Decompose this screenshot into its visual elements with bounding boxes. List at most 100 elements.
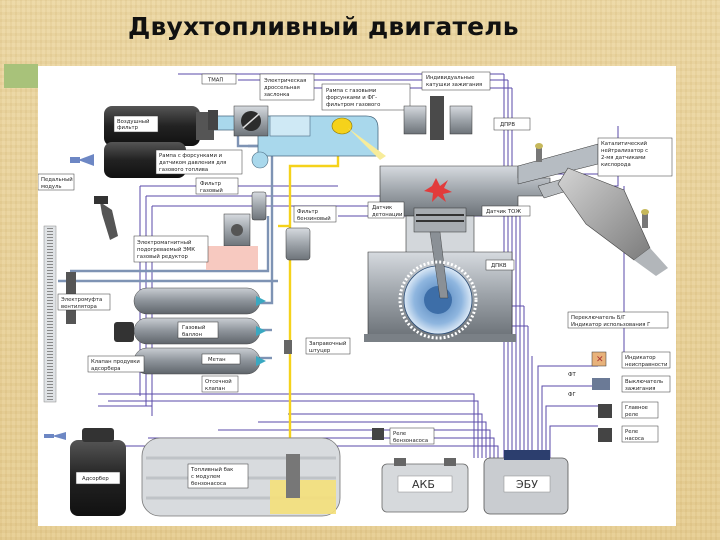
svg-text:Реле: Реле bbox=[393, 431, 406, 437]
svg-text:ФГ: ФГ bbox=[568, 392, 576, 398]
pedal-module: Педальный модуль bbox=[37, 173, 118, 240]
ecu: ЭБУ bbox=[483, 450, 569, 515]
tmap-sensor: ТМАП bbox=[201, 73, 237, 130]
svg-text:кислорода: кислорода bbox=[601, 162, 631, 168]
svg-text:Переключатель Б/Г: Переключатель Б/Г bbox=[571, 315, 625, 321]
svg-text:Датчик: Датчик bbox=[372, 205, 393, 211]
svg-text:бензонасоса: бензонасоса bbox=[393, 438, 428, 444]
svg-text:газового топлива: газового топлива bbox=[159, 167, 208, 173]
svg-text:фильтром газового: фильтром газового bbox=[326, 102, 380, 108]
svg-text:✕: ✕ bbox=[596, 355, 604, 365]
svg-text:АКБ: АКБ bbox=[412, 478, 435, 491]
svg-text:Рампа с форсунками и: Рампа с форсунками и bbox=[159, 153, 222, 159]
svg-text:ЭБУ: ЭБУ bbox=[516, 478, 538, 491]
svg-text:ТМАП: ТМАП bbox=[207, 78, 223, 84]
fuel-pump-module bbox=[286, 454, 300, 498]
svg-text:вентилятора: вентилятора bbox=[61, 304, 97, 310]
svg-text:зажигания: зажигания bbox=[625, 386, 655, 392]
gas-ramp-label-box bbox=[321, 83, 411, 111]
fuel-rail-pressure-sensor: Рампа с форсунками и датчиком давления д… bbox=[155, 149, 269, 175]
gas-cylinders: Газовый баллон Метан bbox=[133, 287, 266, 375]
svg-text:бензиновый: бензиновый bbox=[297, 215, 331, 222]
svg-text:Отсечной: Отсечной bbox=[205, 378, 232, 385]
svg-text:ФТ: ФТ bbox=[568, 372, 577, 378]
engine-block bbox=[364, 143, 599, 342]
electric-throttle: Электрическая дроссельная заслонка bbox=[233, 73, 315, 137]
svg-text:бензонасоса: бензонасоса bbox=[191, 481, 226, 487]
svg-text:Клапан продувки: Клапан продувки bbox=[91, 359, 140, 365]
svg-text:с модулем: с модулем bbox=[191, 474, 220, 480]
svg-text:модуль: модуль bbox=[41, 184, 62, 190]
petrol-injector bbox=[331, 117, 386, 160]
svg-text:Адсорбер: Адсорбер bbox=[82, 476, 109, 482]
gas-switch-label bbox=[567, 311, 669, 329]
gas-reducer: Электромагнитный подогреваемый ЭМК газов… bbox=[133, 213, 258, 270]
petrol-pump-relay: Реле бензонасоса bbox=[372, 427, 435, 445]
gas-filter: Фильтр газовый bbox=[195, 177, 267, 221]
pump-relay: Реле насоса bbox=[598, 425, 659, 443]
battery: АКБ bbox=[381, 458, 469, 513]
svg-text:Метан: Метан bbox=[208, 357, 226, 363]
combustion-spark-icon bbox=[424, 178, 452, 202]
svg-text:детонации: детонации bbox=[372, 212, 402, 218]
svg-text:Фильтр: Фильтр bbox=[297, 209, 319, 215]
svg-text:Рампа с газовыми: Рампа с газовыми bbox=[326, 88, 376, 94]
svg-text:форсунками и ФГ-: форсунками и ФГ- bbox=[326, 95, 377, 101]
svg-text:Газовый: Газовый bbox=[182, 324, 205, 331]
svg-text:газовый: газовый bbox=[200, 187, 223, 194]
svg-text:ДПКВ: ДПКВ bbox=[491, 263, 507, 269]
ignition-switch: Выключатель зажигания bbox=[592, 375, 671, 393]
cutoff-valve: Отсечной клапан bbox=[201, 375, 239, 393]
malfunction-indicator: ✕ Индикатор неисправности bbox=[591, 351, 671, 369]
svg-text:ДПРВ: ДПРВ bbox=[500, 122, 515, 128]
purge-valve: Клапан продувки адсорбера bbox=[87, 322, 145, 373]
svg-text:Топливный бак: Топливный бак bbox=[190, 466, 234, 473]
svg-text:газовый редуктор: газовый редуктор bbox=[137, 253, 188, 260]
slide-title: Двухтопливный двигатель bbox=[128, 12, 519, 41]
fuel-filter: Фильтр бензиновый bbox=[285, 205, 337, 261]
svg-text:Педальный: Педальный bbox=[41, 176, 73, 183]
svg-text:Заправочный: Заправочный bbox=[309, 340, 346, 347]
svg-text:фильтр: фильтр bbox=[117, 125, 139, 131]
filler-connector: Заправочный штуцер bbox=[284, 337, 351, 355]
svg-text:неисправности: неисправности bbox=[625, 362, 667, 368]
fan-clutch: Электромуфта вентилятора bbox=[57, 272, 111, 324]
svg-text:дроссельная: дроссельная bbox=[264, 85, 300, 91]
accent-stripe bbox=[4, 64, 38, 88]
svg-text:клапан: клапан bbox=[205, 386, 225, 392]
radiator bbox=[43, 225, 57, 403]
svg-text:Электромуфта: Электромуфта bbox=[61, 297, 102, 303]
svg-text:Реле: Реле bbox=[625, 429, 638, 435]
svg-text:реле: реле bbox=[625, 412, 638, 418]
svg-text:датчиком давления для: датчиком давления для bbox=[159, 160, 226, 166]
svg-text:Электромагнитный: Электромагнитный bbox=[137, 239, 191, 246]
svg-text:насоса: насоса bbox=[625, 436, 644, 442]
main-relay: Главное реле bbox=[598, 401, 659, 419]
svg-text:Фильтр: Фильтр bbox=[200, 181, 222, 187]
dual-fuel-engine-diagram: Воздушный фильтр ТМАП Электрическая дрос… bbox=[37, 71, 673, 517]
connecting-rod bbox=[429, 231, 449, 299]
fuel-line bbox=[278, 126, 340, 454]
catalytic-converter: Каталитический нейтрализатор с 2-мя датч… bbox=[535, 137, 673, 276]
air-filter-label: Воздушный bbox=[117, 118, 149, 125]
svg-text:адсорбера: адсорбера bbox=[91, 366, 121, 372]
svg-text:баллон: баллон bbox=[182, 332, 202, 338]
adsorber: Адсорбер bbox=[44, 428, 126, 516]
svg-text:2-мя датчиками: 2-мя датчиками bbox=[601, 155, 646, 161]
svg-text:штуцер: штуцер bbox=[309, 348, 331, 354]
svg-text:подогреваемый ЭМК: подогреваемый ЭМК bbox=[137, 246, 195, 253]
svg-text:Индикатор: Индикатор bbox=[625, 355, 656, 361]
svg-text:Датчик ТОЖ: Датчик ТОЖ bbox=[486, 209, 521, 215]
svg-text:Каталитический: Каталитический bbox=[601, 140, 647, 147]
svg-text:Выключатель: Выключатель bbox=[625, 379, 663, 385]
svg-text:Индивидуальные: Индивидуальные bbox=[426, 75, 475, 81]
svg-text:нейтрализатор с: нейтрализатор с bbox=[601, 147, 648, 154]
svg-text:Индикатор использования Г: Индикатор использования Г bbox=[571, 322, 650, 328]
svg-text:катушки зажигания: катушки зажигания bbox=[426, 82, 482, 88]
svg-text:Электрическая: Электрическая bbox=[264, 78, 306, 84]
ignition-coils bbox=[403, 96, 473, 140]
diagram-panel: Воздушный фильтр ТМАП Электрическая дрос… bbox=[37, 66, 676, 526]
svg-text:заслонка: заслонка bbox=[264, 92, 290, 98]
air-inlet-arrow-icon bbox=[78, 154, 94, 166]
svg-text:Главное: Главное bbox=[625, 405, 648, 411]
